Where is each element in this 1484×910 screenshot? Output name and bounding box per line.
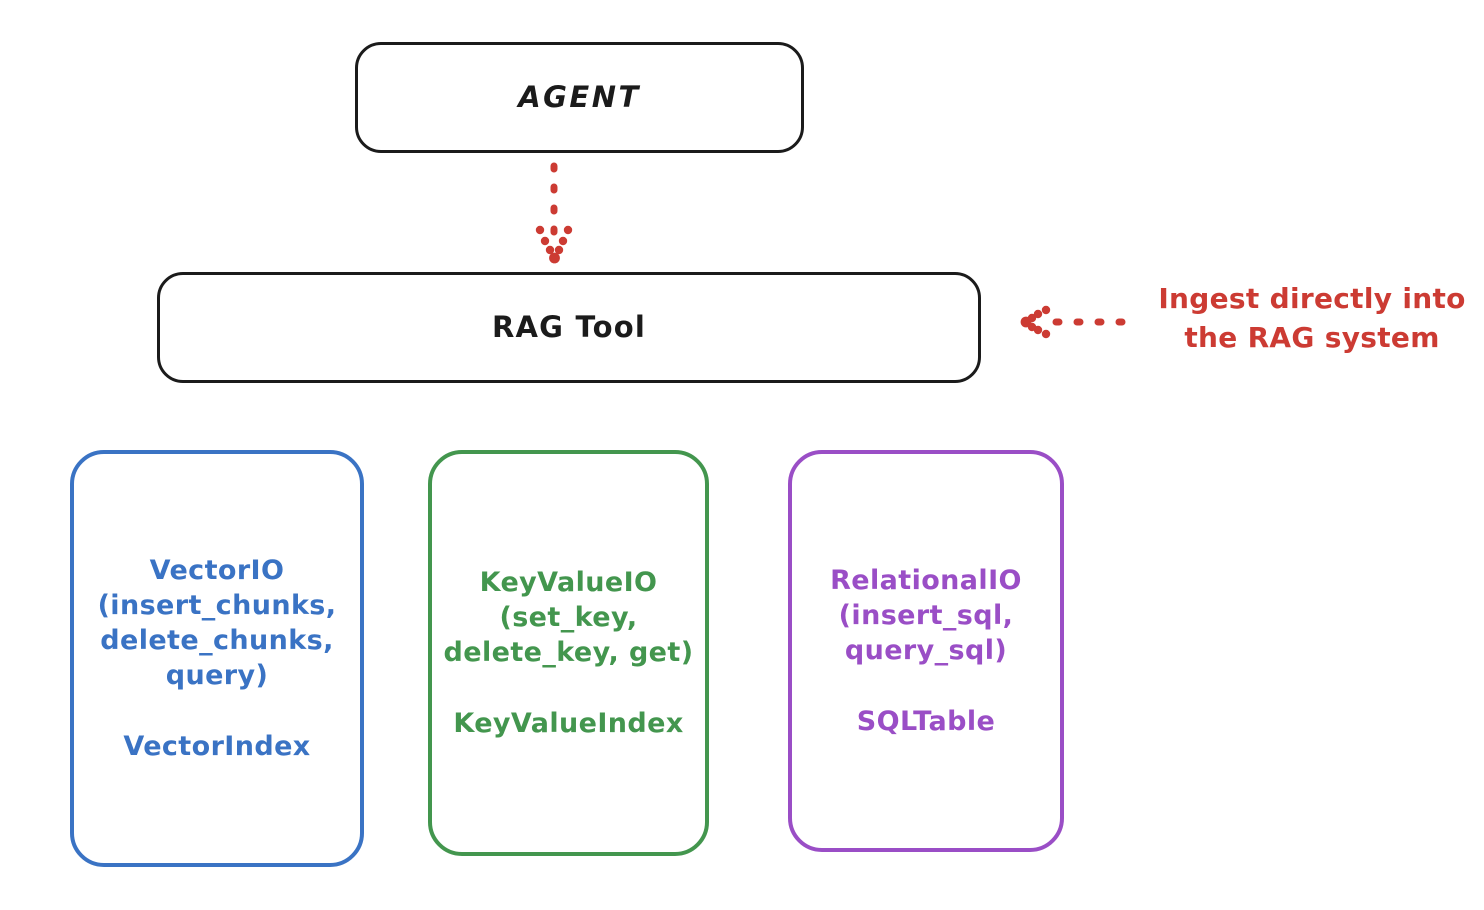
node-vectorio-sublabel: VectorIndex	[123, 731, 311, 763]
node-vectorio-label: VectorIO (insert_chunks, delete_chunks, …	[97, 554, 337, 692]
node-keyvalueio[interactable]: KeyValueIO (set_key, delete_key, get) Ke…	[428, 450, 709, 856]
node-relationalio-label: RelationalIO (insert_sql, query_sql)	[830, 564, 1022, 666]
node-relationalio-content: RelationalIO (insert_sql, query_sql) SQL…	[792, 563, 1060, 739]
node-relationalio-sublabel: SQLTable	[856, 706, 996, 738]
node-vectorio-content: VectorIO (insert_chunks, delete_chunks, …	[74, 553, 360, 764]
node-relationalio[interactable]: RelationalIO (insert_sql, query_sql) SQL…	[788, 450, 1064, 852]
node-agent-label: AGENT	[518, 79, 641, 114]
node-agent[interactable]: AGENT	[355, 42, 804, 153]
node-keyvalueio-content: KeyValueIO (set_key, delete_key, get) Ke…	[432, 565, 705, 741]
node-rag-tool-label: RAG Tool	[492, 309, 646, 344]
node-rag-tool[interactable]: RAG Tool	[157, 272, 981, 383]
connector-ingest-to-ragtool-icon	[1020, 305, 1137, 339]
node-vectorio[interactable]: VectorIO (insert_chunks, delete_chunks, …	[70, 450, 364, 867]
node-keyvalueio-label: KeyValueIO (set_key, delete_key, get)	[443, 566, 694, 668]
annotation-ingest-note: Ingest directly into the RAG system	[1158, 282, 1466, 354]
connector-agent-to-ragtool-icon	[535, 162, 573, 264]
node-keyvalueio-sublabel: KeyValueIndex	[453, 708, 684, 740]
